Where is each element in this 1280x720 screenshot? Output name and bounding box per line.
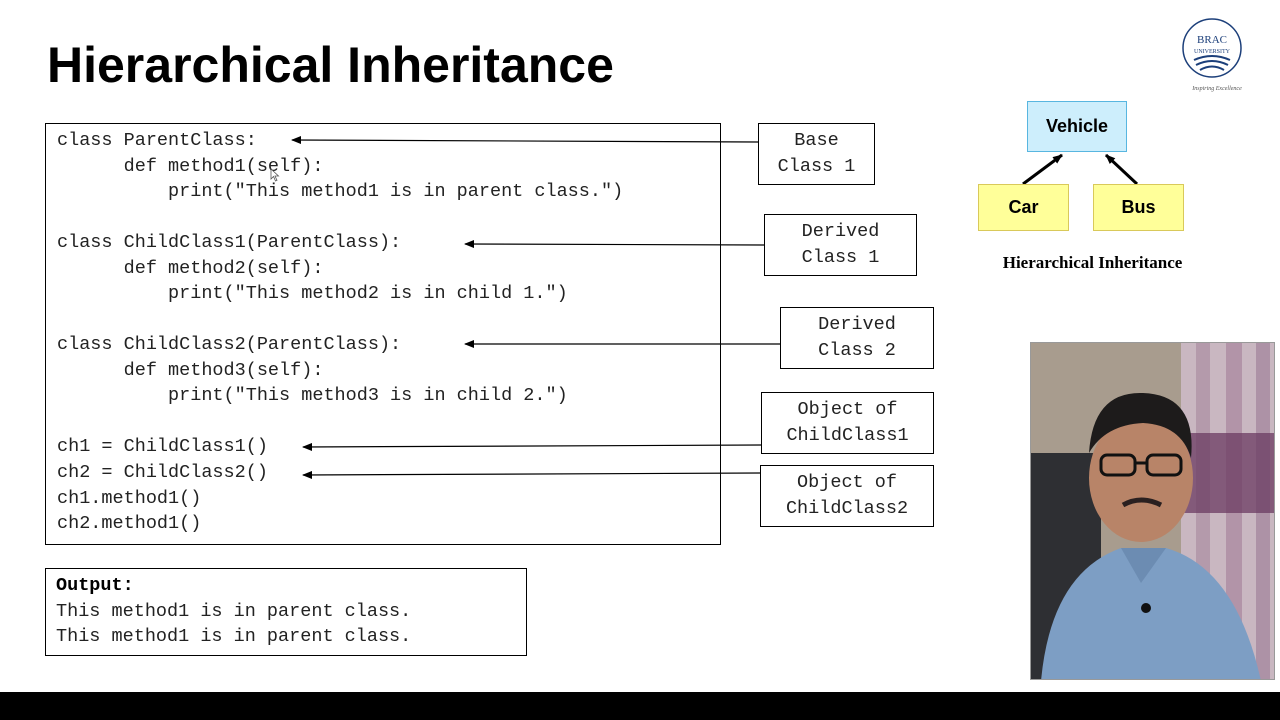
- slide: Hierarchical Inheritance BRAC UNIVERSITY…: [45, 18, 1275, 680]
- code-line-3: print("This method1 is in parent class."…: [57, 181, 624, 202]
- annotation-line2: Class 2: [818, 340, 896, 361]
- annotation-line2: ChildClass2: [785, 498, 909, 519]
- output-line-2: This method1 is in parent class.: [56, 626, 412, 647]
- annotation-object-childclass2: Object of ChildClass2: [760, 465, 934, 527]
- output-box: [45, 568, 527, 656]
- arrow-bus-to-vehicle: [1104, 153, 1139, 186]
- logo-tagline: Inspiring Excellence: [1191, 86, 1242, 92]
- code-line-10: def method3(self):: [57, 360, 324, 381]
- annotation-line2: Class 1: [801, 247, 880, 268]
- code-line-1: class ParentClass:: [57, 130, 257, 151]
- annotation-line2: ChildClass1: [786, 425, 909, 446]
- code-line-6: def method2(self):: [57, 258, 324, 279]
- annotation-line1: Derived: [801, 221, 880, 242]
- annotation-line1: Derived: [818, 314, 896, 335]
- annotation-object-childclass1: Object of ChildClass1: [761, 392, 934, 454]
- code-line-16: ch2.method1(): [57, 513, 202, 534]
- code-line-14: ch2 = ChildClass2(): [57, 462, 268, 483]
- code-line-9: class ChildClass2(ParentClass):: [57, 334, 402, 355]
- diagram-node-vehicle: Vehicle: [1027, 101, 1127, 152]
- brac-university-logo: BRAC UNIVERSITY Inspiring Excellence: [1182, 18, 1242, 92]
- output-line-1: This method1 is in parent class.: [56, 601, 412, 622]
- bottom-black-bar: [0, 692, 1280, 720]
- mouse-cursor-icon: [270, 168, 280, 182]
- code-line-13: ch1 = ChildClass1(): [57, 436, 268, 457]
- logo-sub: UNIVERSITY: [1194, 49, 1231, 55]
- logo-name: BRAC: [1197, 34, 1227, 46]
- diagram-node-bus: Bus: [1093, 184, 1184, 231]
- annotation-derived-class-1: Derived Class 1: [764, 214, 917, 276]
- code-line-11: print("This method3 is in child 2."): [57, 385, 568, 406]
- annotation-line1: Object of: [797, 399, 898, 420]
- code-box: [45, 123, 721, 545]
- presenter-webcam-video: [1030, 342, 1275, 680]
- code-line-2: def method1(self):: [57, 156, 324, 177]
- diagram-node-car: Car: [978, 184, 1069, 231]
- code-line-15: ch1.method1(): [57, 488, 202, 509]
- annotation-line1: Base: [794, 130, 839, 151]
- annotation-line2: Class 1: [777, 156, 856, 177]
- annotation-line1: Object of: [797, 472, 897, 493]
- code-line-7: print("This method2 is in child 1."): [57, 283, 568, 304]
- annotation-base-class-1: Base Class 1: [758, 123, 875, 185]
- slide-title: Hierarchical Inheritance: [47, 37, 614, 93]
- annotation-derived-class-2: Derived Class 2: [780, 307, 934, 369]
- output-heading: Output:: [56, 575, 134, 596]
- code-line-5: class ChildClass1(ParentClass):: [57, 232, 402, 253]
- presenter-image: [1031, 343, 1274, 679]
- arrow-car-to-vehicle: [1022, 153, 1063, 186]
- diagram-caption: Hierarchical Inheritance: [1002, 253, 1183, 272]
